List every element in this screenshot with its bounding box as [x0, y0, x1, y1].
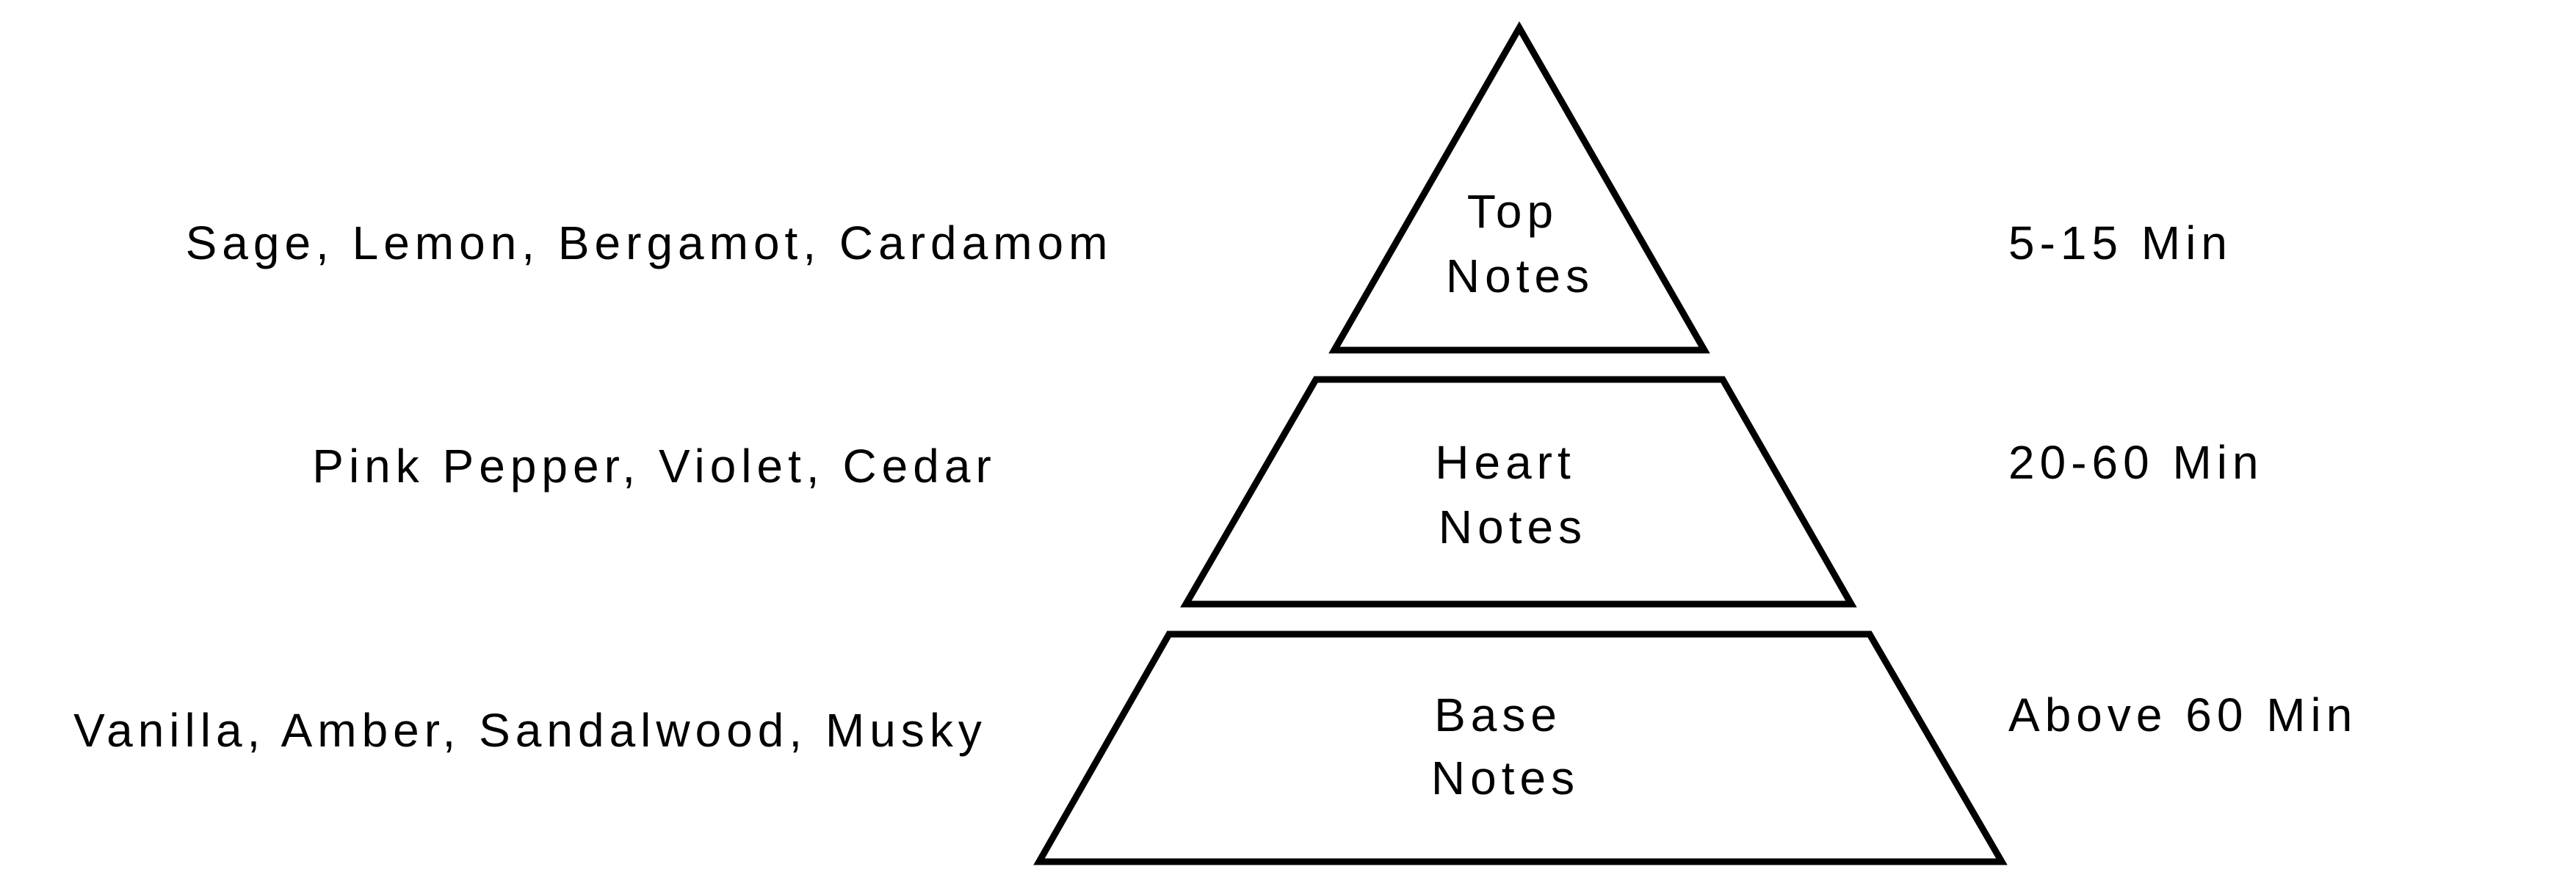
heart-notes-label-line1: Heart	[1435, 436, 1576, 489]
heart-notes-ingredients: Pink Pepper, Violet, Cedar	[312, 440, 996, 493]
top-notes-ingredients: Sage, Lemon, Bergamot, Cardamom	[186, 217, 1113, 269]
heart-notes-label-line2: Notes	[1439, 501, 1587, 553]
top-notes-label-line2: Notes	[1446, 250, 1594, 302]
base-notes-tier	[1033, 631, 2008, 865]
base-notes-duration: Above 60 Min	[2008, 688, 2357, 741]
base-notes-label-line1: Base	[1434, 688, 1562, 741]
top-notes-label-line1: Top	[1467, 185, 1558, 238]
base-notes-label-line2: Notes	[1431, 752, 1580, 804]
heart-notes-duration: 20-60 Min	[2008, 436, 2264, 489]
top-notes-duration: 5-15 Min	[2008, 217, 2232, 269]
top-notes-tier	[1328, 21, 1710, 354]
base-notes-ingredients: Vanilla, Amber, Sandalwood, Musky	[73, 704, 987, 757]
heart-notes-tier	[1180, 376, 1857, 608]
